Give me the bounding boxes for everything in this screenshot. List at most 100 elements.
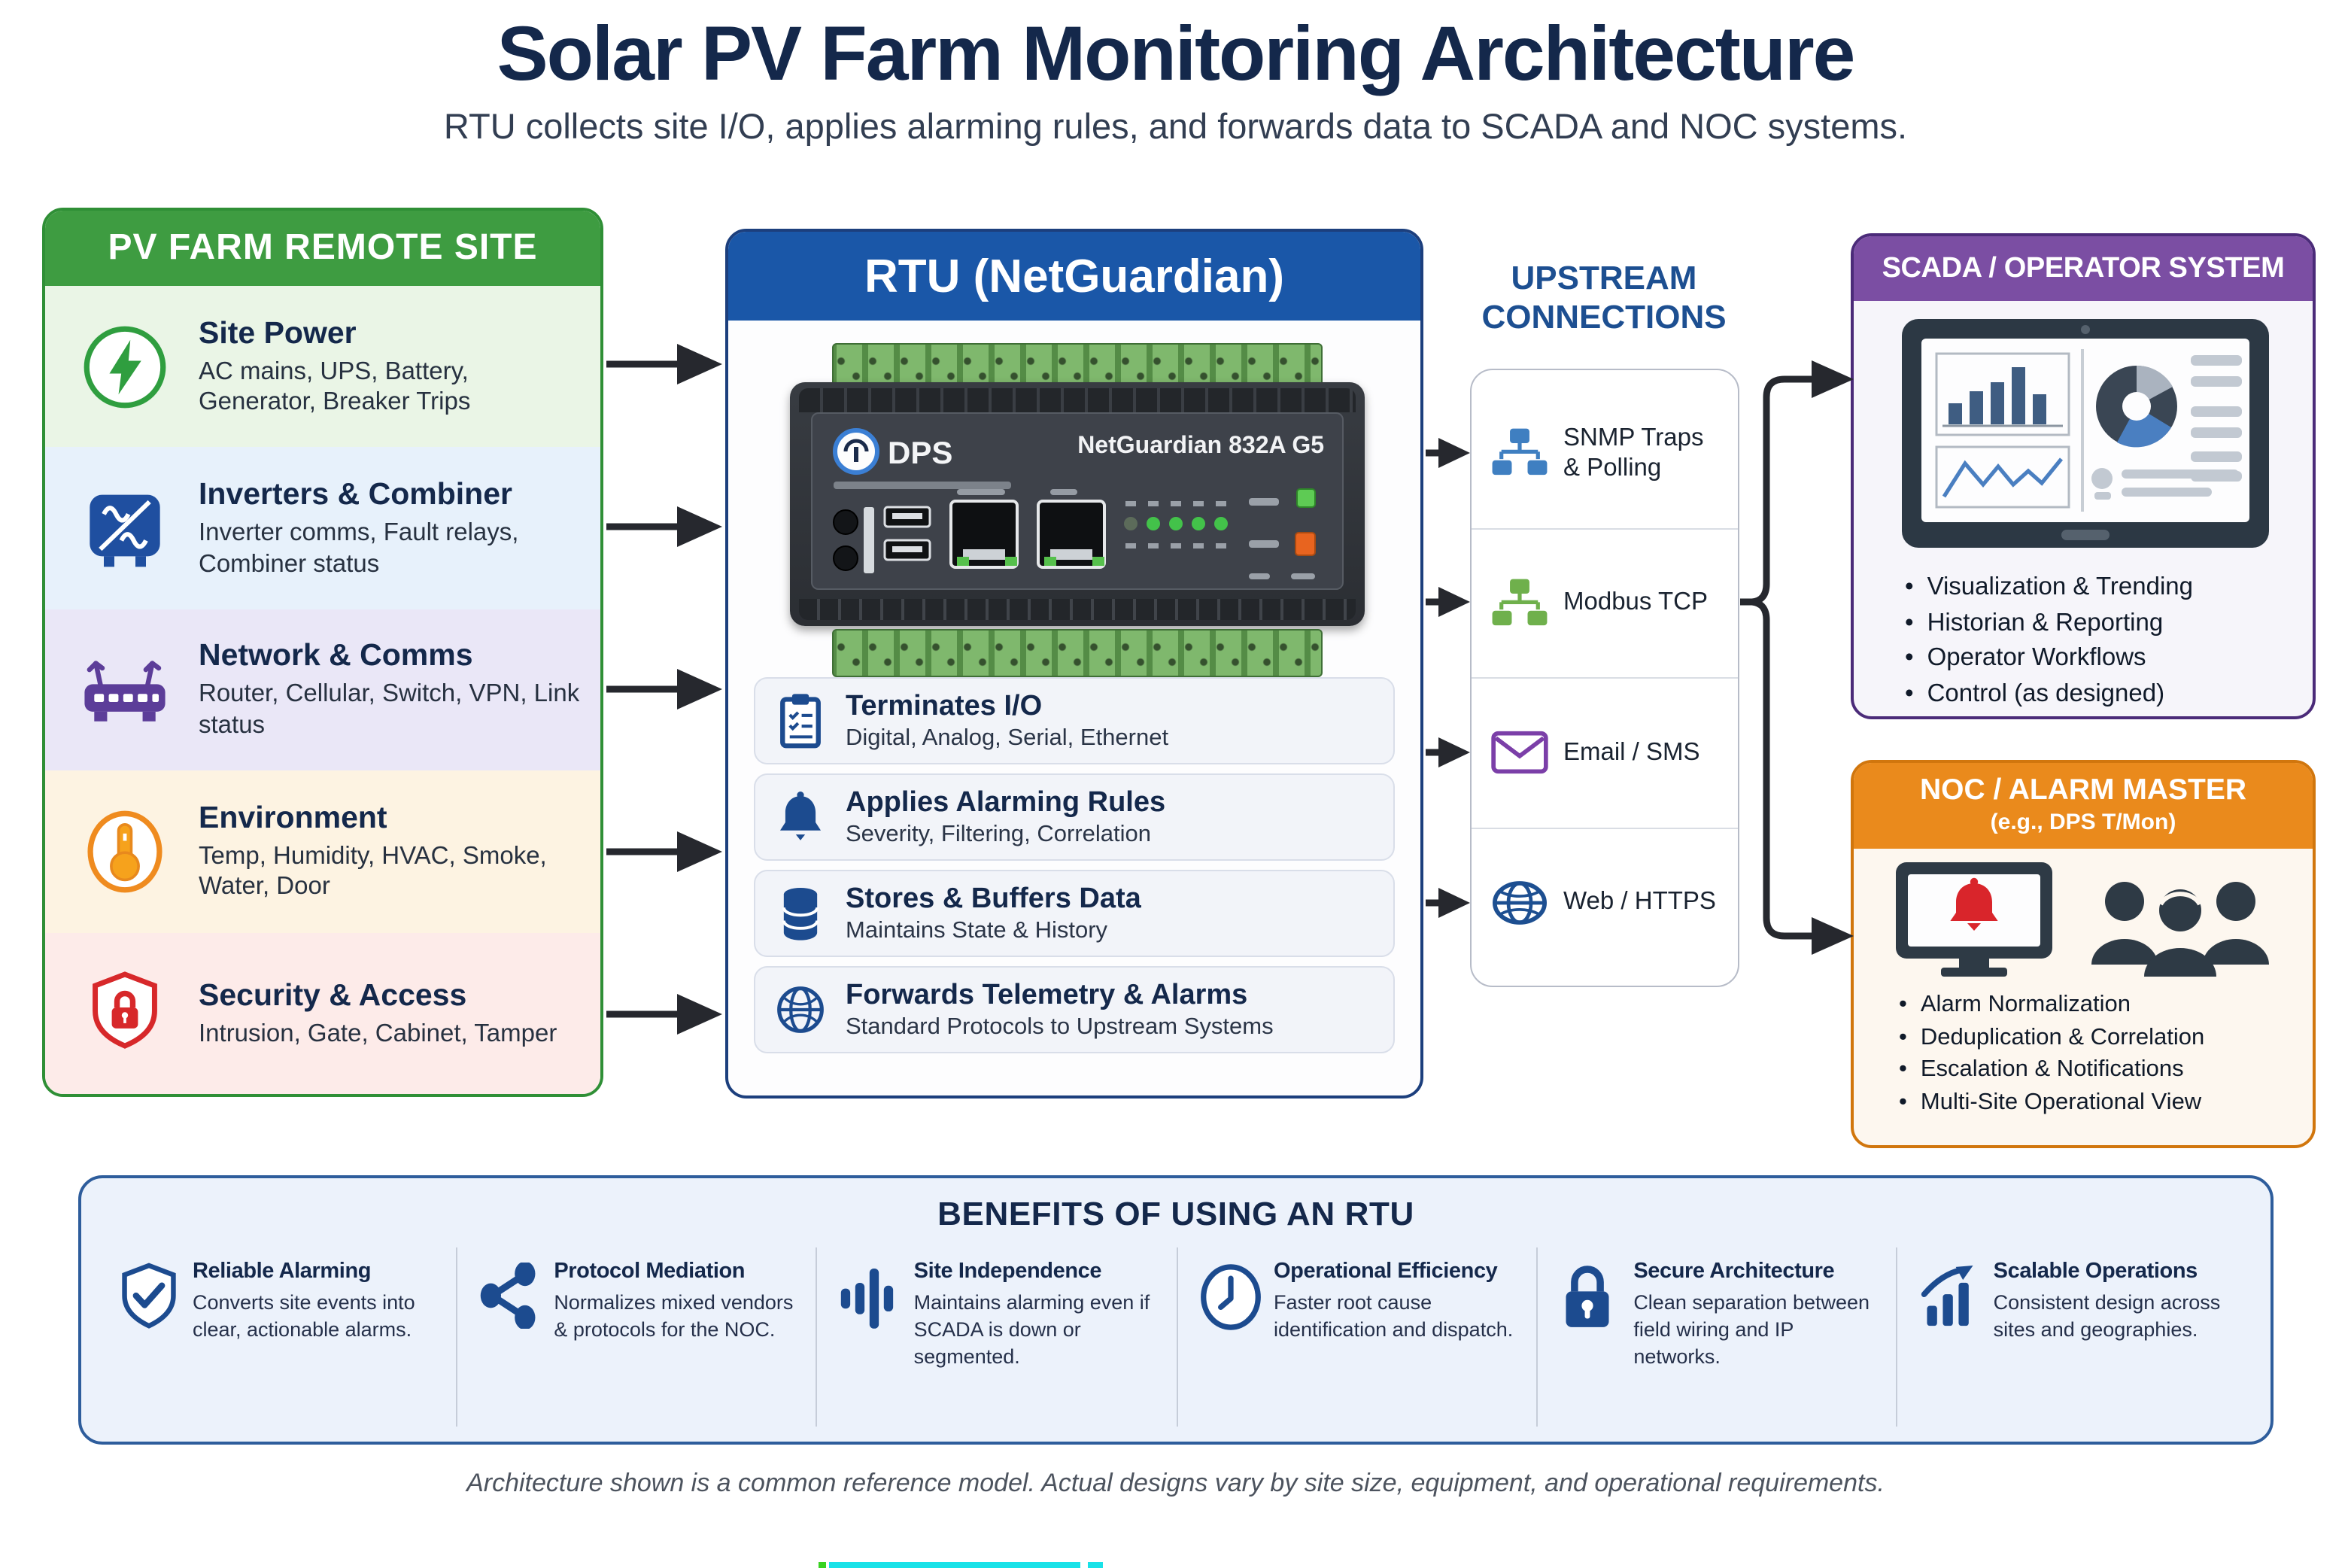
benefits-panel: BENEFITS OF USING AN RTU Reliable Alarmi… [78, 1175, 2274, 1445]
benefits-grid: Reliable Alarming Converts site events i… [96, 1247, 2255, 1427]
upstream-connections-title: UPSTREAM CONNECTIONS [1432, 259, 1775, 339]
benefit-text: Protocol Mediation Normalizes mixed vend… [554, 1260, 803, 1427]
noc-bullet: Escalation & Notifications [1899, 1053, 2204, 1086]
capability-desc: Standard Protocols to Upstream Systems [846, 1013, 1274, 1039]
capability-card: Forwards Telemetry & Alarms Standard Pro… [754, 966, 1395, 1053]
row-title: Inverters & Combiner [199, 476, 512, 512]
capability-text: Terminates I/O Digital, Analog, Serial, … [846, 690, 1168, 752]
padlock-icon [1558, 1263, 1621, 1427]
modbus-tree-icon [1491, 578, 1548, 629]
rtu-panel-header: RTU (NetGuardian) [728, 232, 1420, 321]
row-title: Site Power [199, 315, 357, 351]
row-desc: AC mains, UPS, Battery, Generator, Break… [199, 357, 471, 416]
benefit-desc: Clean separation between field wiring an… [1633, 1291, 1870, 1368]
capability-title: Stores & Buffers Data [846, 883, 1141, 914]
capability-title: Forwards Telemetry & Alarms [846, 979, 1248, 1010]
benefit-title: Operational Efficiency [1274, 1260, 1498, 1284]
upstream-connections-box: SNMP Traps & Polling Modbus TCP Email / … [1470, 369, 1739, 987]
upstream-item-snmp: SNMP Traps & Polling [1472, 379, 1738, 527]
noc-monitor-people-image [1887, 859, 2287, 990]
terminal-block-bottom [832, 629, 1323, 677]
upstream-item-modbus: Modbus TCP [1472, 527, 1738, 677]
footer-note: Architecture shown is a common reference… [466, 1469, 1885, 1497]
signal-bars-icon [839, 1263, 902, 1427]
benefit-text: Reliable Alarming Converts site events i… [193, 1260, 444, 1427]
benefits-title: BENEFITS OF USING AN RTU [937, 1195, 1414, 1232]
device-faceplate: DPS NetGuardian 832A G5 [811, 412, 1344, 590]
capability-desc: Maintains State & History [846, 917, 1108, 943]
bottom-bar-green-segment [819, 1562, 826, 1568]
clock-icon [1198, 1263, 1262, 1427]
benefit-protocol-mediation: Protocol Mediation Normalizes mixed vend… [456, 1247, 816, 1427]
row-title: Environment [199, 800, 387, 835]
netguardian-device-image: DPS NetGuardian 832A G5 [790, 340, 1365, 679]
capability-desc: Digital, Analog, Serial, Ethernet [846, 725, 1169, 750]
router-icon [78, 643, 172, 737]
capability-text: Stores & Buffers Data Maintains State & … [846, 883, 1141, 944]
site-to-rtu-arrows [606, 344, 722, 1035]
row-title: Security & Access [199, 977, 467, 1013]
clipboard-icon [775, 692, 826, 749]
share-nodes-icon [478, 1261, 542, 1427]
benefit-text: Scalable Operations Consistent design ac… [1994, 1260, 2243, 1427]
benefit-desc: Normalizes mixed vendors & protocols for… [554, 1291, 794, 1341]
remote-site-panel-header: PV FARM REMOTE SITE [45, 211, 600, 286]
upstream-item-email: Email / SMS [1472, 677, 1738, 827]
database-icon [775, 885, 826, 942]
capability-card: Applies Alarming Rules Severity, Filteri… [754, 773, 1395, 861]
noc-alarm-master-panel: NOC / ALARM MASTER (e.g., DPS T/Mon) [1851, 760, 2316, 1148]
page-subtitle: RTU collects site I/O, applies alarming … [443, 107, 1908, 146]
bell-icon [775, 789, 826, 846]
noc-header-line2: (e.g., DPS T/Mon) [1990, 810, 2176, 835]
benefit-desc: Converts site events into clear, actiona… [193, 1291, 415, 1341]
benefit-desc: Faster root cause identification and dis… [1274, 1291, 1514, 1341]
capability-desc: Severity, Filtering, Correlation [846, 821, 1152, 846]
rtu-capabilities: Terminates I/O Digital, Analog, Serial, … [754, 677, 1395, 1053]
upstream-title-line1: UPSTREAM [1511, 259, 1697, 296]
benefit-title: Scalable Operations [1993, 1260, 2198, 1284]
noc-bullet: Alarm Normalization [1899, 989, 2204, 1021]
benefit-desc: Consistent design across sites and geogr… [1993, 1291, 2221, 1341]
benefit-title: Site Independence [913, 1260, 1102, 1284]
benefit-secure-architecture: Secure Architecture Clean separation bet… [1535, 1247, 1895, 1427]
scada-dashboard-image [1902, 319, 2269, 555]
bottom-bar-cyan-fragment [1088, 1562, 1103, 1568]
device-model: NetGuardian 832A G5 [1077, 431, 1324, 458]
rtu-panel: RTU (NetGuardian) DPS NetGuardian 832A G… [725, 229, 1423, 1099]
network-text: Network & Comms Router, Cellular, Switch… [199, 639, 600, 742]
upstream-item-web: Web / HTTPS [1472, 827, 1738, 977]
benefit-reliable-alarming: Reliable Alarming Converts site events i… [96, 1247, 456, 1427]
page-header: Solar PV Farm Monitoring Architecture RT… [0, 9, 2351, 147]
capability-title: Applies Alarming Rules [846, 786, 1166, 818]
row-desc: Inverter comms, Fault relays, Combiner s… [199, 518, 519, 578]
inverter-icon [78, 482, 172, 575]
benefit-operational-efficiency: Operational Efficiency Faster root cause… [1176, 1247, 1535, 1427]
upstream-fork-bracket [1740, 360, 1854, 955]
noc-bullet-list: Alarm Normalization Deduplication & Corr… [1899, 989, 2204, 1118]
capability-card: Terminates I/O Digital, Analog, Serial, … [754, 677, 1395, 764]
scada-bullet: Control (as designed) [1905, 677, 2193, 713]
inverters-combiner-row: Inverters & Combiner Inverter comms, Fau… [45, 447, 600, 609]
scada-bullet-list: Visualization & Trending Historian & Rep… [1905, 570, 2193, 713]
benefit-text: Secure Architecture Clean separation bet… [1633, 1260, 1883, 1427]
capability-card: Stores & Buffers Data Maintains State & … [754, 870, 1395, 957]
security-text: Security & Access Intrusion, Gate, Cabin… [199, 977, 572, 1049]
environment-row: Environment Temp, Humidity, HVAC, Smoke,… [45, 770, 600, 933]
upstream-title-line2: CONNECTIONS [1481, 298, 1727, 336]
row-desc: Router, Cellular, Switch, VPN, Link stat… [199, 680, 580, 740]
scada-bullet: Historian & Reporting [1905, 606, 2193, 641]
pv-farm-remote-site-panel: PV FARM REMOTE SITE Site Power AC mains,… [42, 208, 603, 1097]
upstream-label: Modbus TCP [1563, 588, 1708, 616]
noc-panel-header: NOC / ALARM MASTER (e.g., DPS T/Mon) [1854, 763, 2313, 849]
rtu-to-upstream-arrows [1426, 438, 1470, 918]
upstream-label: Email / SMS [1563, 738, 1700, 766]
scada-panel-header: SCADA / OPERATOR SYSTEM [1854, 236, 2313, 301]
site-power-row: Site Power AC mains, UPS, Battery, Gener… [45, 286, 600, 448]
growth-chart-icon [1918, 1263, 1982, 1427]
benefit-title: Reliable Alarming [193, 1260, 372, 1284]
email-icon [1491, 731, 1548, 776]
capability-text: Applies Alarming Rules Severity, Filteri… [846, 786, 1165, 848]
capability-title: Terminates I/O [846, 690, 1043, 722]
globe-icon [775, 983, 826, 1037]
benefit-title: Protocol Mediation [554, 1260, 746, 1284]
